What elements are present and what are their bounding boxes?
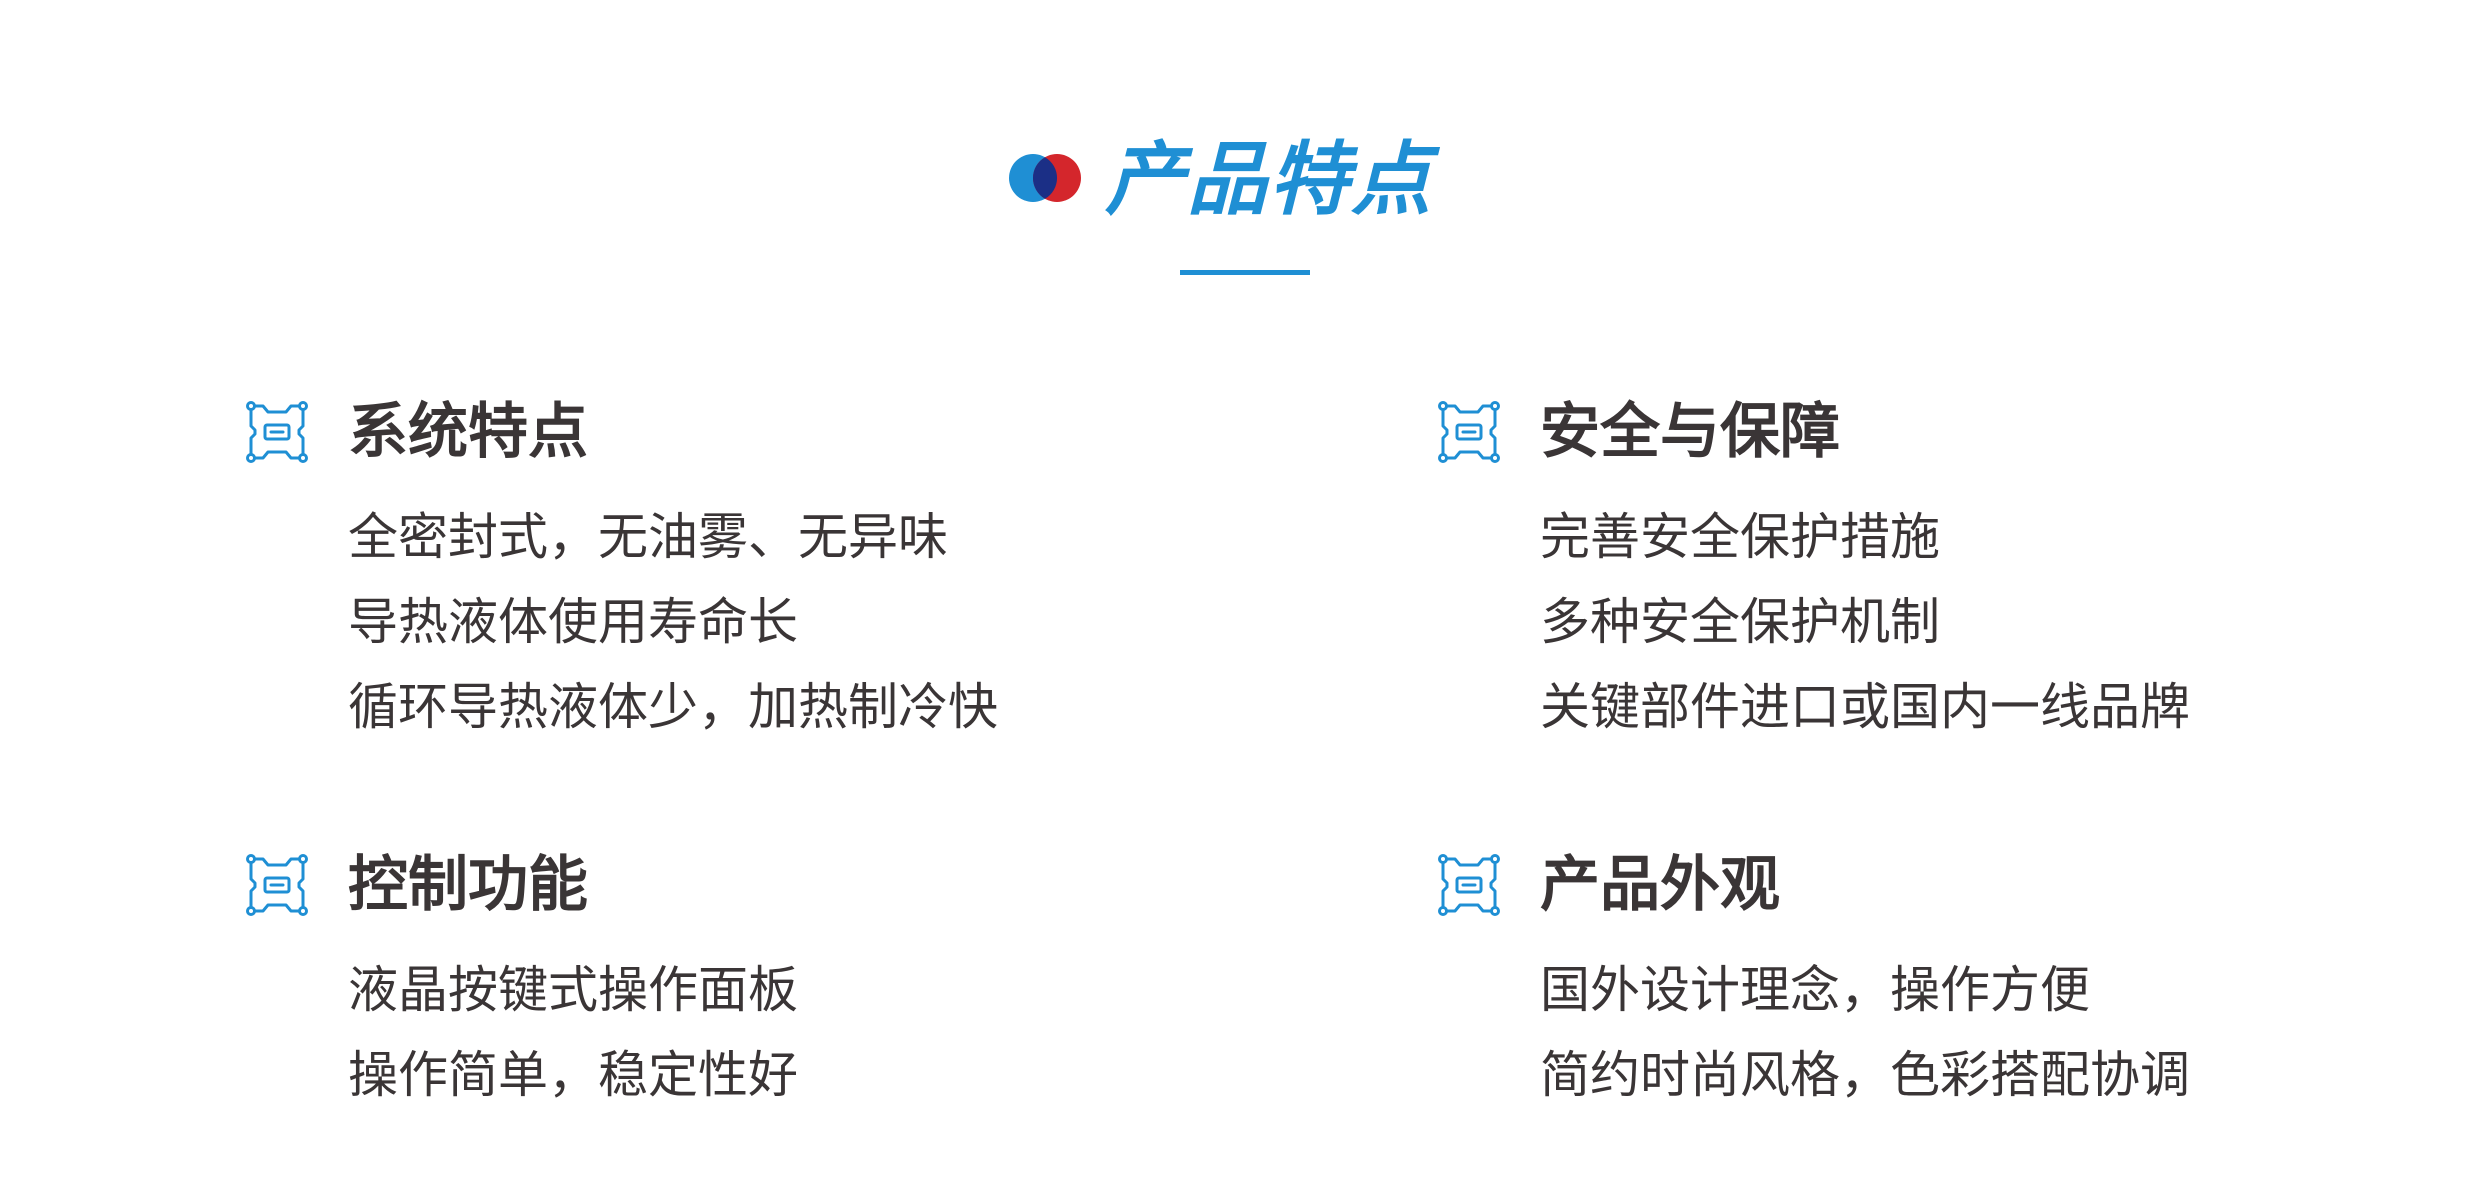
feature-line: 完善安全保护措施 — [1540, 508, 1940, 566]
feature-line: 液晶按键式操作面板 — [348, 961, 798, 1019]
feature-line: 全密封式，无油雾、无异味 — [348, 508, 948, 566]
page-title: 产品特点 — [1105, 133, 1433, 226]
chip-icon — [246, 401, 308, 463]
feature-heading: 安全与保障 — [1540, 397, 1840, 467]
feature-list: 液晶按键式操作面板 操作简单，稳定性好 — [348, 948, 798, 1118]
feature-line: 国外设计理念，操作方便 — [1540, 961, 2090, 1019]
chip-icon — [246, 854, 308, 916]
section-header: 产品特点 — [0, 120, 2480, 300]
feature-heading: 控制功能 — [348, 850, 588, 920]
feature-line: 操作简单，稳定性好 — [348, 1046, 798, 1104]
feature-heading: 产品外观 — [1540, 850, 1780, 920]
feature-list: 完善安全保护措施 多种安全保护机制 关键部件进口或国内一线品牌 — [1540, 495, 2190, 750]
overlapping-circles-icon — [1009, 154, 1081, 202]
feature-line: 导热液体使用寿命长 — [348, 593, 798, 651]
feature-line: 多种安全保护机制 — [1540, 593, 1940, 651]
title-underline — [1180, 270, 1310, 275]
feature-line: 循环导热液体少，加热制冷快 — [348, 678, 998, 736]
feature-line: 关键部件进口或国内一线品牌 — [1540, 678, 2190, 736]
feature-list: 全密封式，无油雾、无异味 导热液体使用寿命长 循环导热液体少，加热制冷快 — [348, 495, 998, 750]
feature-list: 国外设计理念，操作方便 简约时尚风格，色彩搭配协调 — [1540, 948, 2190, 1118]
feature-line: 简约时尚风格，色彩搭配协调 — [1540, 1046, 2190, 1104]
chip-icon — [1438, 854, 1500, 916]
chip-icon — [1438, 401, 1500, 463]
feature-heading: 系统特点 — [348, 397, 588, 467]
